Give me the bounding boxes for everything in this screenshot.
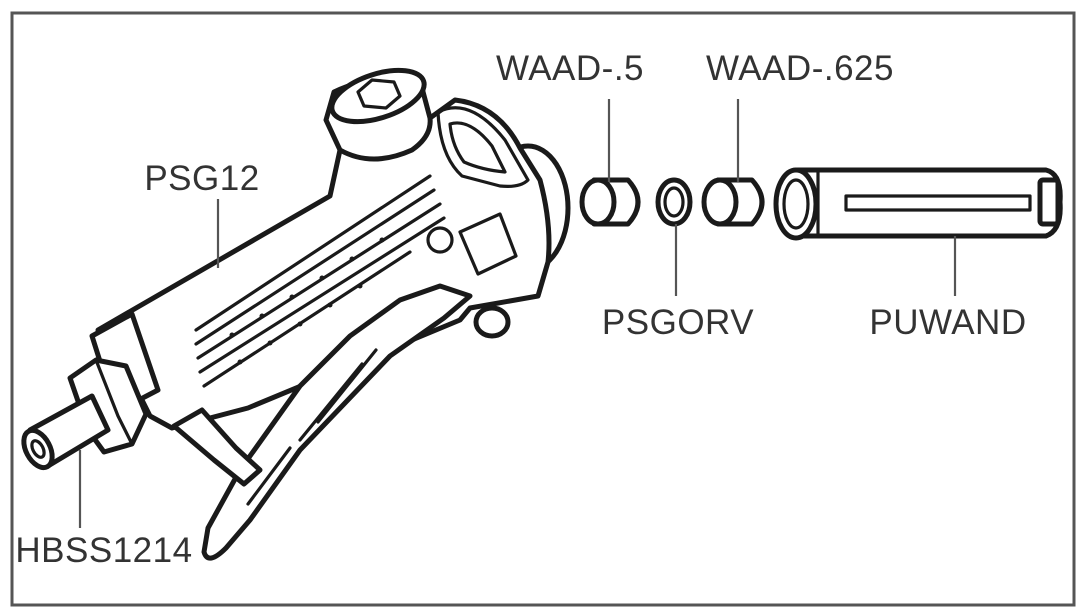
label-psg12: PSG12	[144, 159, 259, 198]
gun-lower-bump	[473, 305, 511, 339]
gun-inlet-top	[329, 67, 427, 125]
adapter-waad-5	[579, 177, 641, 227]
hose-barb-bore	[30, 439, 46, 459]
gun-safety-latch	[171, 407, 263, 487]
gun-guard-loop	[436, 106, 530, 188]
diagram-frame	[10, 11, 1076, 607]
gun-guard-inner	[448, 121, 507, 174]
wand-end-cap	[1037, 177, 1061, 227]
gun-grip-dots	[229, 237, 385, 365]
wand-slot	[844, 194, 1032, 212]
gun-trigger-slot-3	[246, 446, 292, 506]
oring-psgorv	[655, 177, 693, 227]
gun-body	[95, 97, 552, 431]
gun-trigger-slot-2	[298, 362, 364, 442]
label-hbss1214: HBSS1214	[15, 531, 192, 570]
adapter-waad-625	[701, 177, 765, 227]
gun-side-window	[458, 212, 518, 276]
hose-barb-end	[21, 427, 55, 471]
spray-gun-psg12	[21, 67, 571, 561]
wand-thread-inner	[782, 178, 810, 230]
wand-tube	[795, 167, 1063, 239]
gun-trigger-slot-1	[316, 348, 378, 424]
label-psgorv: PSGORV	[602, 303, 754, 342]
wand-puwand	[773, 167, 1063, 241]
label-waad-5: WAAD-.5	[496, 49, 644, 88]
hose-nut-edge	[94, 358, 134, 446]
gun-trigger-lever	[201, 283, 473, 561]
gun-inlet-hex	[356, 78, 402, 110]
label-puwand: PUWAND	[869, 303, 1026, 342]
gun-side-screw	[426, 226, 454, 254]
label-waad-625: WAAD-.625	[706, 49, 894, 88]
